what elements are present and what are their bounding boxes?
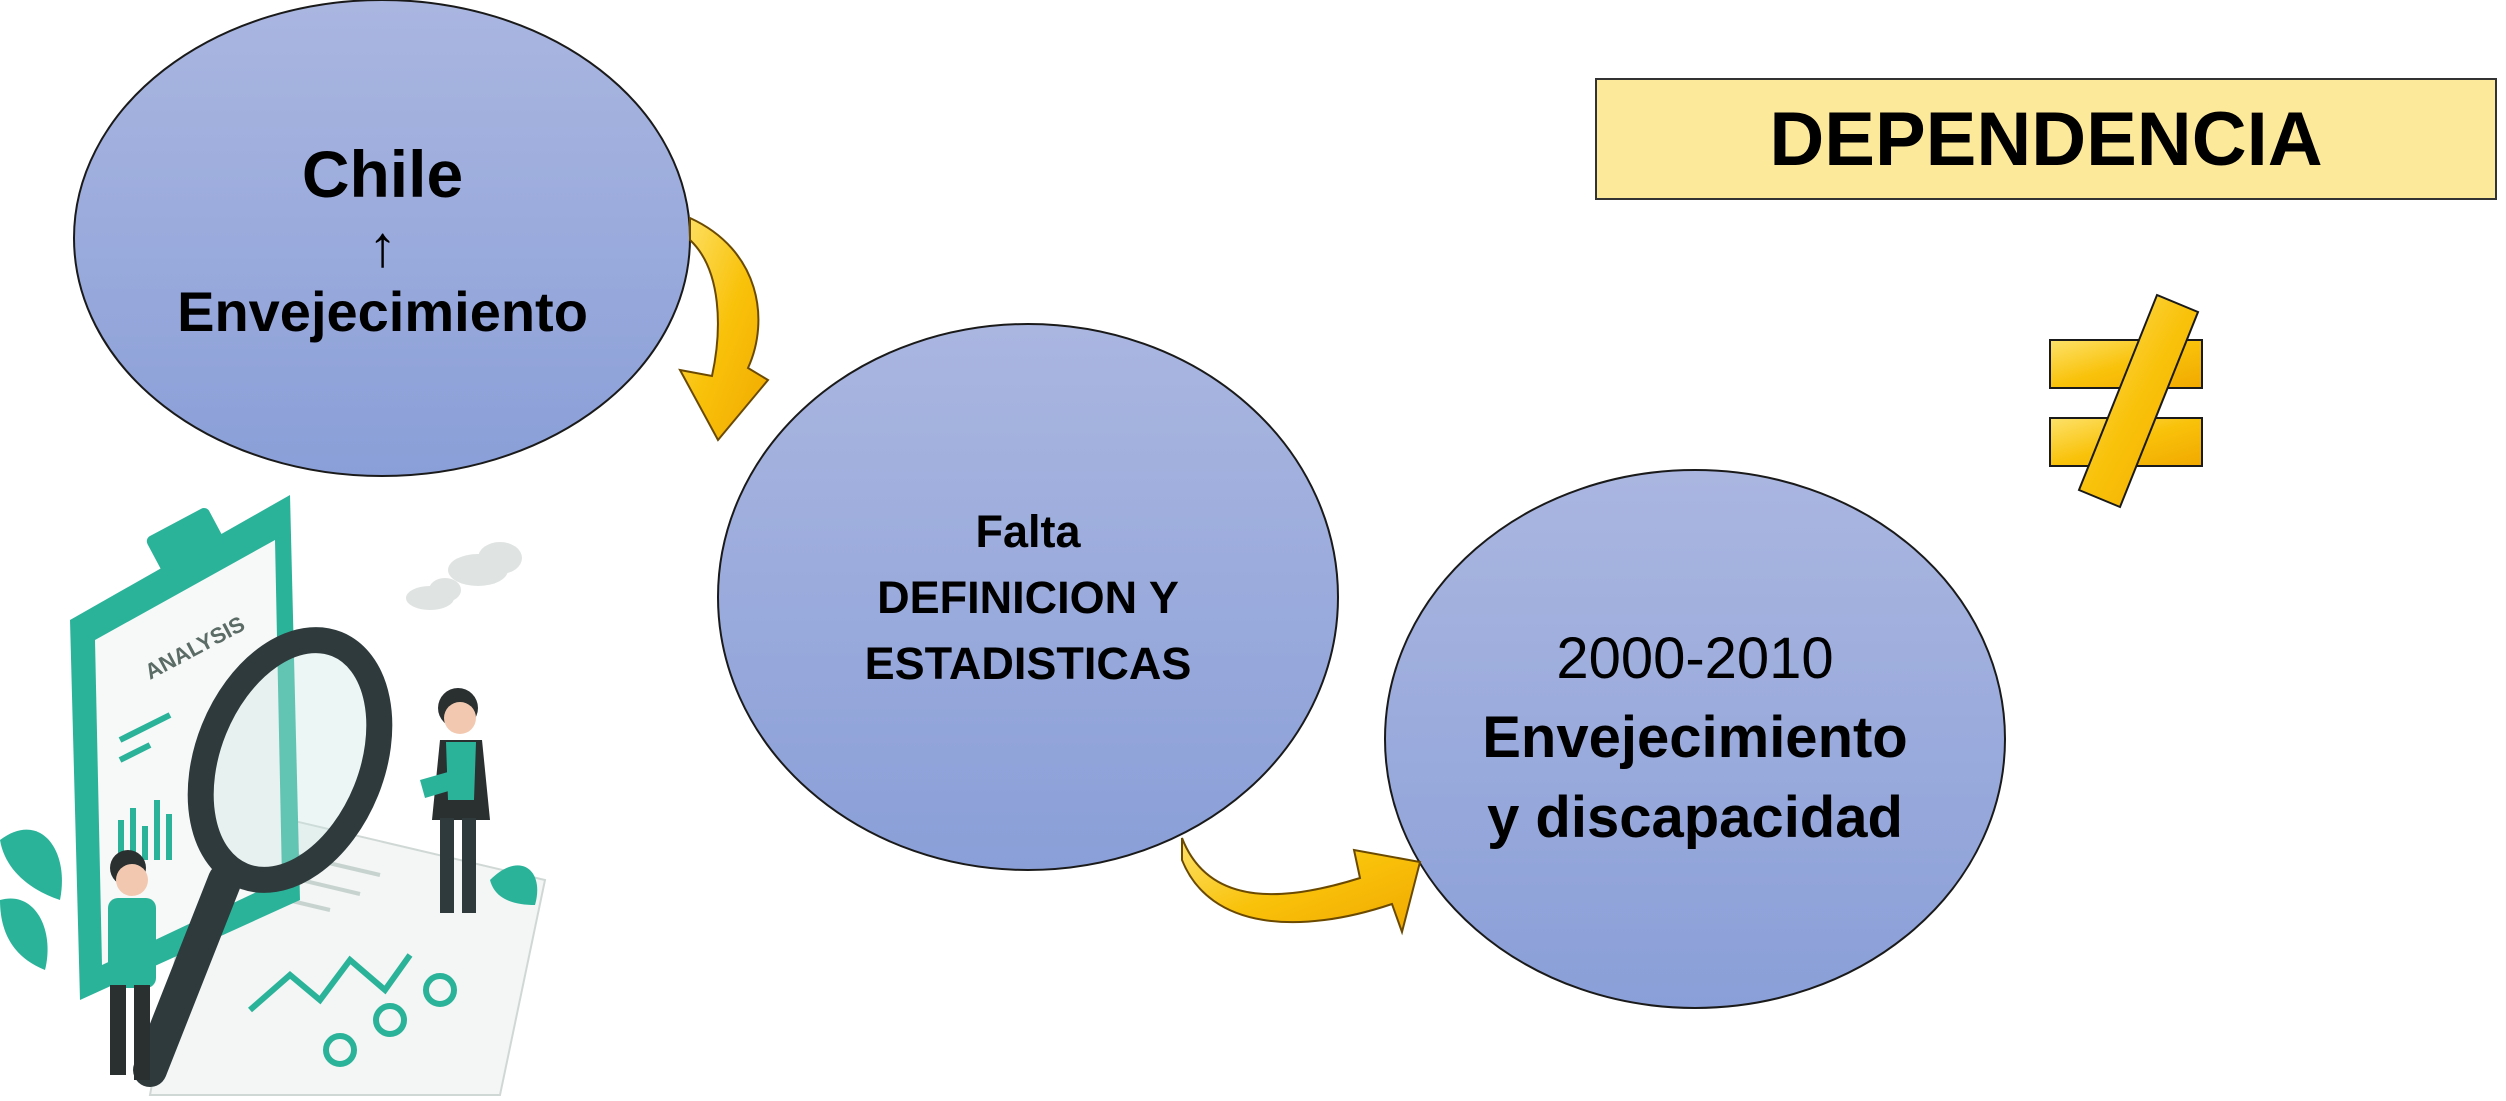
curved-arrow-icon	[1181, 837, 1422, 936]
dependencia-title-box: DEPENDENCIA	[1595, 78, 2497, 200]
estadisticas-label: ESTADISTICAS	[864, 637, 1192, 689]
falta-label: Falta	[975, 505, 1081, 557]
analysis-illustration: ANALYSIS	[0, 495, 547, 1096]
chile-label: Chile	[301, 137, 464, 211]
person-icon	[108, 850, 156, 1080]
up-arrow-icon: ↑	[368, 214, 397, 279]
period-discapacidad: y discapacidad	[1487, 785, 1903, 850]
curved-arrow-icon	[678, 216, 770, 442]
not-equal-icon	[2049, 293, 2203, 509]
ellipse-period	[1384, 469, 2006, 1009]
person-icon	[420, 688, 490, 913]
ellipse-falta-text: Falta DEFINICION Y ESTADISTICAS	[718, 325, 1338, 870]
dependencia-title: DEPENDENCIA	[1769, 96, 2323, 182]
ellipse-period-text: 2000-2010 Envejecimiento y discapacidad	[1385, 470, 2005, 1008]
ellipse-chile-text: Chile ↑ Envejecimiento	[75, 0, 690, 478]
plant-icon	[0, 829, 538, 970]
period-envejecimiento: Envejecimiento	[1482, 705, 1908, 770]
ellipse-falta	[717, 323, 1339, 871]
definicion-label: DEFINICION Y	[877, 571, 1179, 623]
envejecimiento-label: Envejecimiento	[177, 280, 588, 343]
magnifier-icon	[133, 627, 393, 1087]
cloud-icon	[406, 542, 522, 610]
period-years: 2000-2010	[1556, 626, 1834, 691]
